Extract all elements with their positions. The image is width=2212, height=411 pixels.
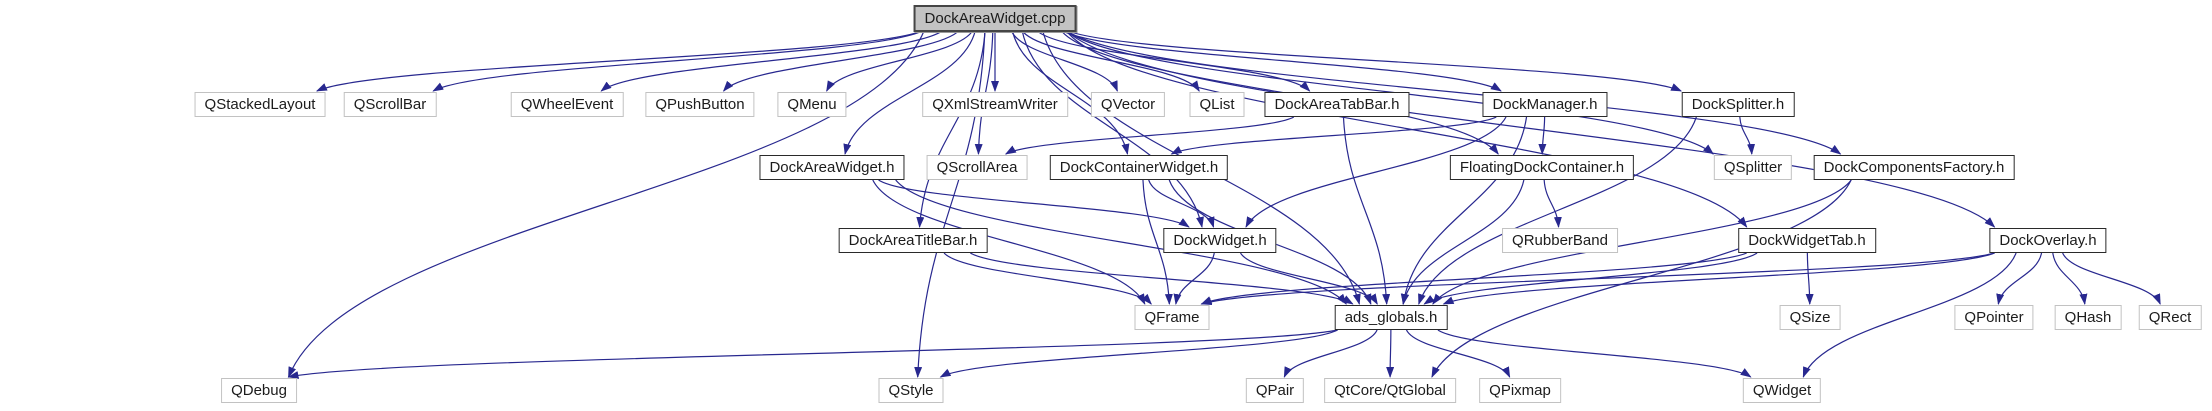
- edge-DockOverlay_h-to-QPointer: [1996, 252, 2043, 305]
- graph-node-QStyle: QStyle: [878, 378, 944, 403]
- edge-ads_globals_h-to-QPair: [1283, 329, 1378, 378]
- graph-node-DockWidgetTab_h[interactable]: DockWidgetTab.h: [1738, 228, 1876, 253]
- edge-ads_globals_h-to-QWidget: [1437, 329, 1752, 378]
- edge-ads_globals_h-to-QDebug: [287, 329, 1338, 379]
- edge-DockAreaWidget_h-to-QFrame: [872, 179, 1146, 305]
- edge-DockAreaWidget_cpp-to-QStyle: [914, 29, 986, 378]
- edge-DockAreaWidget_cpp-to-DockSplitter_h: [1065, 29, 1683, 92]
- graph-node-QScrollBar: QScrollBar: [343, 92, 437, 117]
- edge-DockWidget_h-to-ads_globals_h: [1240, 252, 1378, 305]
- graph-node-QSize: QSize: [1779, 305, 1841, 330]
- edge-DockSplitter_h-to-QSplitter: [1739, 116, 1756, 155]
- graph-node-QRect: QRect: [2138, 305, 2202, 330]
- edge-DockAreaWidget_h-to-DockWidget_h: [878, 179, 1190, 228]
- edge-DockAreaWidget_cpp-to-QScrollBar: [432, 29, 925, 92]
- graph-node-QVector: QVector: [1090, 92, 1166, 117]
- edge-FloatingDockContainer_h-to-QRubberBand: [1543, 179, 1562, 228]
- graph-node-QWidget: QWidget: [1742, 378, 1822, 403]
- edge-DockAreaWidget_cpp-to-DockWidgetTab_h: [1065, 29, 1748, 228]
- edge-DockAreaWidget_h-to-ads_globals_h: [895, 179, 1347, 305]
- edge-DockWidgetTab_h-to-QFrame: [1200, 252, 1747, 305]
- edge-DockOverlay_h-to-QFrame: [1200, 252, 1995, 306]
- graph-node-QPixmap: QPixmap: [1479, 378, 1561, 403]
- edge-DockAreaTitleBar_h-to-QFrame: [943, 252, 1152, 305]
- edge-DockAreaWidget_cpp-to-DockOverlay_h: [1065, 29, 1996, 228]
- edge-DockContainerWidget_h-to-QFrame: [1142, 179, 1173, 305]
- graph-node-ads_globals_h[interactable]: ads_globals.h: [1334, 305, 1448, 330]
- edge-DockAreaWidget_cpp-to-DockAreaTitleBar_h: [916, 29, 986, 228]
- edge-DockOverlay_h-to-QRect: [2062, 252, 2161, 305]
- graph-node-QPair: QPair: [1245, 378, 1305, 403]
- graph-node-QMenu: QMenu: [777, 92, 847, 117]
- graph-node-DockSplitter_h[interactable]: DockSplitter.h: [1681, 92, 1795, 117]
- graph-node-DockManager_h[interactable]: DockManager.h: [1482, 92, 1608, 117]
- graph-node-DockAreaWidget_h[interactable]: DockAreaWidget.h: [759, 155, 905, 180]
- edge-DockWidget_h-to-QFrame: [1173, 252, 1215, 305]
- graph-node-QList: QList: [1189, 92, 1245, 117]
- edge-DockAreaWidget_cpp-to-QVector: [1010, 29, 1118, 92]
- edge-DockSplitter_h-to-ads_globals_h: [1418, 116, 1697, 305]
- edge-DockAreaWidget_cpp-to-QMenu: [826, 29, 974, 92]
- graph-node-QFrame: QFrame: [1134, 305, 1210, 330]
- edge-DockOverlay_h-to-QHash: [2052, 252, 2088, 305]
- graph-node-QHash: QHash: [2054, 305, 2122, 330]
- edge-DockAreaWidget_cpp-to-DockComponentsFactory_h: [1065, 29, 1842, 155]
- edge-DockManager_h-to-FloatingDockContainer_h: [1538, 116, 1547, 155]
- edge-DockAreaWidget_cpp-to-DockManager_h: [1060, 29, 1502, 92]
- edge-DockAreaWidget_cpp-to-QDebug: [287, 29, 925, 378]
- edge-DockAreaWidget_cpp-to-DockAreaWidget_h: [843, 29, 977, 155]
- graph-node-QtCore_QtGlobal: QtCore/QtGlobal: [1324, 378, 1456, 403]
- edge-DockAreaWidget_cpp-to-QWheelEvent: [600, 29, 945, 92]
- edge-DockAreaTabBar_h-to-QScrollArea: [1004, 116, 1295, 155]
- graph-node-QRubberBand: QRubberBand: [1502, 228, 1618, 253]
- edge-ads_globals_h-to-QPixmap: [1405, 329, 1511, 378]
- graph-node-DockAreaTitleBar_h[interactable]: DockAreaTitleBar.h: [838, 228, 988, 253]
- edge-DockAreaWidget_cpp-to-DockWidget_h: [1021, 29, 1204, 228]
- edge-DockAreaWidget_cpp-to-QList: [1021, 29, 1200, 92]
- edge-DockAreaTitleBar_h-to-ads_globals_h: [970, 252, 1354, 305]
- edge-DockAreaWidget_cpp-to-QPushButton: [722, 29, 961, 92]
- graph-node-QWheelEvent: QWheelEvent: [510, 92, 624, 117]
- graph-node-QPushButton: QPushButton: [645, 92, 755, 117]
- graph-node-DockComponentsFactory_h[interactable]: DockComponentsFactory.h: [1813, 155, 2015, 180]
- graph-node-QStackedLayout: QStackedLayout: [194, 92, 326, 117]
- edge-DockOverlay_h-to-ads_globals_h: [1442, 252, 1995, 305]
- edge-ads_globals_h-to-QtCore_QtGlobal: [1386, 329, 1395, 378]
- edge-DockAreaWidget_cpp-to-DockAreaTabBar_h: [1035, 29, 1311, 92]
- edge-DockComponentsFactory_h-to-QtCore_QtGlobal: [1431, 179, 1852, 378]
- edge-DockAreaWidget_cpp-to-DockContainerWidget_h: [1011, 29, 1130, 155]
- graph-node-DockContainerWidget_h[interactable]: DockContainerWidget.h: [1049, 155, 1229, 180]
- graph-node-QXmlStreamWriter: QXmlStreamWriter: [922, 92, 1068, 117]
- graph-node-FloatingDockContainer_h[interactable]: FloatingDockContainer.h: [1449, 155, 1635, 180]
- edge-DockManager_h-to-DockWidget_h: [1245, 116, 1507, 228]
- graph-node-DockAreaWidget_cpp: DockAreaWidget.cpp: [913, 5, 1077, 32]
- graph-node-QScrollArea: QScrollArea: [926, 155, 1028, 180]
- edge-DockWidgetTab_h-to-QSize: [1805, 252, 1814, 305]
- edge-DockAreaWidget_cpp-to-QStackedLayout: [315, 29, 925, 92]
- graph-node-QPointer: QPointer: [1954, 305, 2034, 330]
- graph-node-DockWidget_h[interactable]: DockWidget.h: [1163, 228, 1277, 253]
- edge-DockOverlay_h-to-QWidget: [1802, 252, 2017, 378]
- graph-node-QDebug: QDebug: [221, 378, 297, 403]
- edge-DockContainerWidget_h-to-DockWidget_h: [1148, 179, 1215, 228]
- edge-DockAreaTabBar_h-to-ads_globals_h: [1342, 116, 1391, 305]
- edge-ads_globals_h-to-QStyle: [939, 329, 1338, 378]
- graph-node-DockOverlay_h[interactable]: DockOverlay.h: [1989, 228, 2107, 253]
- graph-node-QSplitter: QSplitter: [1713, 155, 1793, 180]
- graph-node-DockAreaTabBar_h[interactable]: DockAreaTabBar.h: [1264, 92, 1410, 117]
- edge-DockManager_h-to-DockContainerWidget_h: [1170, 116, 1497, 155]
- edge-DockManager_h-to-ads_globals_h: [1400, 116, 1528, 305]
- edge-FloatingDockContainer_h-to-ads_globals_h: [1401, 179, 1525, 305]
